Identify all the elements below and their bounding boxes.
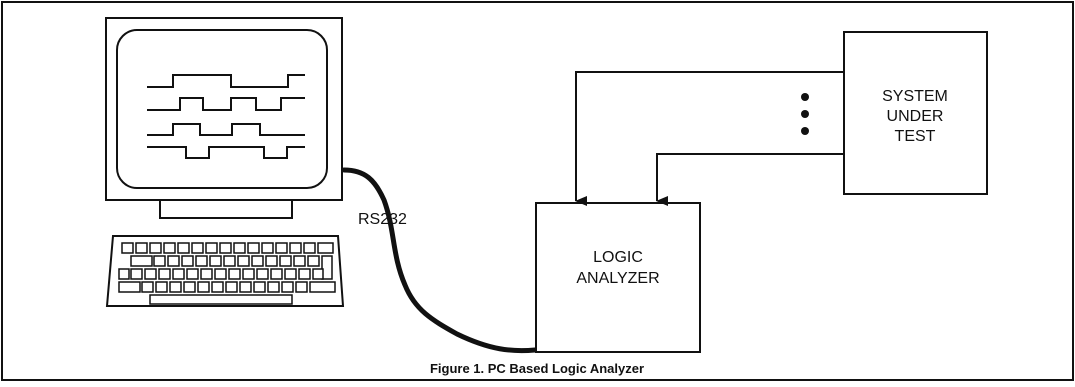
- keyboard-key: [135, 242, 148, 254]
- keyboard-key: [270, 268, 283, 280]
- keyboard-key: [253, 281, 266, 293]
- ellipsis-dot: [801, 127, 809, 135]
- keyboard-key: [219, 242, 232, 254]
- keyboard-key: [183, 281, 196, 293]
- keyboard-key: [197, 281, 210, 293]
- keyboard-key: [303, 242, 316, 254]
- keyboard-key: [149, 242, 162, 254]
- keyboard-key: [247, 242, 260, 254]
- keyboard-key: [153, 255, 166, 267]
- keyboard-key: [223, 255, 236, 267]
- pc-monitor: [105, 17, 343, 219]
- system-label-line3: TEST: [895, 128, 936, 145]
- keyboard-key: [281, 281, 294, 293]
- keyboard-key: [169, 281, 182, 293]
- figure-caption: Figure 1. PC Based Logic Analyzer: [430, 361, 644, 376]
- keyboard-key: [279, 255, 292, 267]
- system-label-line1: SYSTEM: [882, 88, 948, 105]
- keyboard-key: [155, 281, 168, 293]
- keyboard-key: [177, 242, 190, 254]
- waveform-trace: [147, 97, 305, 111]
- waveform-trace: [147, 74, 305, 88]
- keyboard-key: [293, 255, 306, 267]
- keyboard-key: [275, 242, 288, 254]
- probe-line-1: [575, 71, 844, 206]
- keyboard-key: [237, 255, 250, 267]
- keyboard-key: [265, 255, 278, 267]
- keyboard-key: [163, 242, 176, 254]
- keyboard-key: [181, 255, 194, 267]
- keyboard-key: [307, 255, 320, 267]
- keyboard-key: [321, 255, 333, 280]
- ellipsis-dots: [801, 93, 809, 135]
- keyboard-key: [200, 268, 213, 280]
- probe-line-2: [656, 153, 844, 206]
- system-under-test: SYSTEM UNDER TEST: [843, 31, 988, 195]
- keyboard-key: [211, 281, 224, 293]
- system-box: [843, 31, 988, 195]
- waveform-trace: [147, 146, 305, 159]
- ellipsis-dot: [801, 93, 809, 101]
- monitor-stand: [159, 199, 293, 219]
- keyboard-key: [141, 281, 154, 293]
- keyboard-key: [261, 242, 274, 254]
- keyboard-key: [118, 281, 141, 293]
- keyboard-key: [214, 268, 227, 280]
- keyboard-key: [251, 255, 264, 267]
- keyboard-key: [158, 268, 171, 280]
- rs232-cable: [341, 167, 538, 354]
- keyboard-key: [309, 281, 336, 293]
- keyboard-key: [225, 281, 238, 293]
- waveform-trace: [147, 123, 305, 136]
- keyboard-key: [144, 268, 157, 280]
- keyboard-key: [295, 281, 308, 293]
- logic-analyzer: LOGIC ANALYZER: [535, 202, 701, 353]
- keyboard-key: [312, 268, 324, 280]
- keyboard-keys: [118, 242, 336, 305]
- rs232-label: RS232: [358, 211, 407, 228]
- keyboard-key: [195, 255, 208, 267]
- keyboard-key: [172, 268, 185, 280]
- keyboard-key: [149, 294, 293, 305]
- analyzer-label-line1: LOGIC: [593, 249, 643, 266]
- keyboard-key: [298, 268, 311, 280]
- keyboard-key: [317, 242, 334, 254]
- keyboard-key: [242, 268, 255, 280]
- keyboard-key: [209, 255, 222, 267]
- ellipsis-dot: [801, 110, 809, 118]
- keyboard-key: [239, 281, 252, 293]
- keyboard-key: [130, 255, 153, 267]
- keyboard-key: [121, 242, 134, 254]
- keyboard-key: [233, 242, 246, 254]
- keyboard-key: [284, 268, 297, 280]
- waveform-traces: [147, 74, 305, 159]
- keyboard-key: [228, 268, 241, 280]
- keyboard-key: [130, 268, 143, 280]
- keyboard-key: [191, 242, 204, 254]
- keyboard: [105, 235, 345, 307]
- analyzer-box: [535, 202, 701, 353]
- keyboard-key: [256, 268, 269, 280]
- keyboard-key: [267, 281, 280, 293]
- analyzer-label-line2: ANALYZER: [576, 270, 659, 287]
- keyboard-key: [289, 242, 302, 254]
- keyboard-key: [167, 255, 180, 267]
- keyboard-key: [118, 268, 130, 280]
- keyboard-key: [205, 242, 218, 254]
- system-label-line2: UNDER: [887, 108, 944, 125]
- keyboard-key: [186, 268, 199, 280]
